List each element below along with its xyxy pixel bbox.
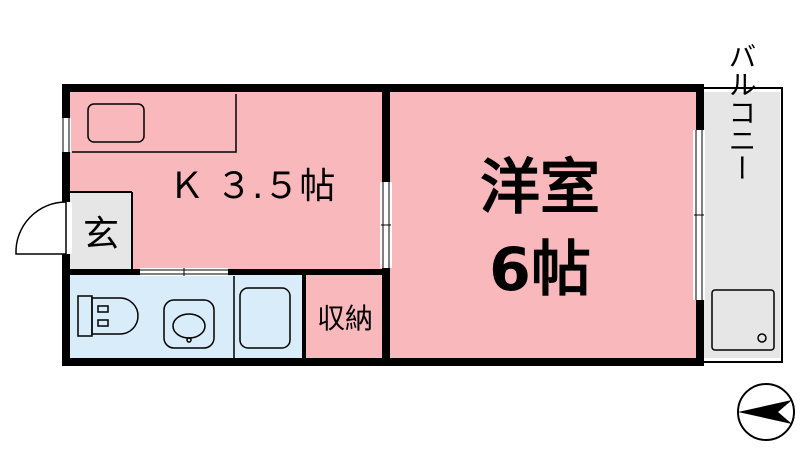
western-room-label: 洋室 <box>480 153 600 223</box>
toilet-icon <box>77 295 139 337</box>
western-room-floor <box>386 92 696 358</box>
washbasin-icon <box>163 299 215 349</box>
washing-machine-pan-icon <box>711 289 775 351</box>
storage-label: 収納 <box>317 302 373 335</box>
balcony-floor <box>700 92 780 358</box>
north-arrow-icon <box>737 383 795 441</box>
entrance-label: 玄 <box>83 214 119 255</box>
balcony-label: バルコニー <box>725 42 758 182</box>
western-room-size: 6帖 <box>489 235 591 305</box>
bathroom-floor <box>70 274 302 358</box>
sink-icon <box>87 103 145 143</box>
entrance-floor <box>70 192 132 272</box>
storage-floor <box>304 272 386 358</box>
door-swing-icon <box>15 201 67 255</box>
bathtub-icon <box>239 287 291 349</box>
kitchen-counter <box>72 94 237 153</box>
kitchen-label: Ｋ ３.５帖 <box>169 166 336 207</box>
